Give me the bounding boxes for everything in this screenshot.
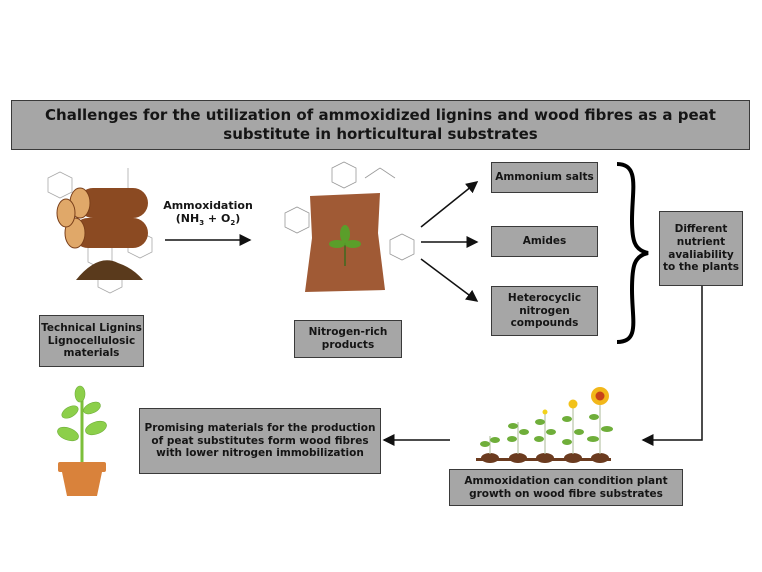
node-line: Heterocyclic xyxy=(507,292,582,305)
node-line: Different xyxy=(674,223,728,236)
pot-body xyxy=(62,472,102,496)
wood-logs-illustration xyxy=(47,168,153,294)
node-line: Promising materials for the production xyxy=(144,422,376,435)
potted-plant-illustration xyxy=(57,385,107,496)
plant-leaves xyxy=(57,385,107,442)
sunflower-center xyxy=(595,391,605,401)
arrow-to-heterocyclic xyxy=(420,258,479,302)
logs xyxy=(56,187,148,249)
fertilizer-bag-illustration xyxy=(284,161,415,292)
soil-pile xyxy=(76,260,143,280)
node-line: of peat substitutes form wood fibres xyxy=(151,434,369,447)
curly-brace xyxy=(616,162,649,344)
node-ammonium-salts: Ammonium salts xyxy=(491,162,598,193)
node-line: materials xyxy=(63,347,120,360)
reaction-label: Ammoxidation (NH3 + O2) xyxy=(158,199,258,227)
arrow-nutrient-to-growth xyxy=(641,286,703,446)
molecule-lines xyxy=(284,161,415,261)
stems xyxy=(489,400,601,454)
node-promising-materials: Promising materials for the production o… xyxy=(139,408,381,474)
node-line: Nitrogen-rich xyxy=(308,326,388,339)
node-line: nutrient xyxy=(676,235,726,248)
node-label: Ammonium salts xyxy=(495,171,594,184)
node-line: to the plants xyxy=(662,261,740,274)
node-line: Technical Lignins xyxy=(41,322,142,335)
bud xyxy=(542,409,548,415)
node-nutrient-availability: Different nutrient avaliability to the p… xyxy=(659,211,743,286)
node-line: nitrogen xyxy=(519,304,570,317)
node-nitrogen-rich-products: Nitrogen-rich products xyxy=(294,320,402,358)
node-line: avaliability xyxy=(668,248,734,261)
reaction-name: Ammoxidation xyxy=(163,199,253,212)
reaction-formula: (NH3 + O2) xyxy=(175,212,241,228)
node-technical-lignins: Technical Lignins Lignocellulosic materi… xyxy=(39,315,144,367)
soil-mounds xyxy=(481,453,609,463)
leaves xyxy=(480,414,613,447)
arrow-to-ammonium xyxy=(420,181,479,228)
node-label: Amides xyxy=(522,235,567,248)
diagram-title: Challenges for the utilization of ammoxi… xyxy=(11,100,750,150)
plant-growth-illustration xyxy=(476,387,613,463)
node-line: products xyxy=(321,339,375,351)
node-heterocyclic-compounds: Heterocyclic nitrogen compounds xyxy=(491,286,598,336)
node-line: with lower nitrogen immobilization xyxy=(156,447,364,460)
pot-rim xyxy=(58,462,106,472)
node-line: Lignocellulosic xyxy=(47,334,136,347)
node-line: growth on wood fibre substrates xyxy=(469,487,663,500)
leaf-icon xyxy=(329,225,361,266)
node-plant-growth-condition: Ammoxidation can condition plant growth … xyxy=(449,469,683,506)
node-line: Ammoxidation can condition plant xyxy=(464,474,668,487)
small-flower xyxy=(568,399,578,409)
node-line: compounds xyxy=(510,317,579,330)
node-amides: Amides xyxy=(491,226,598,257)
title-text: Challenges for the utilization of ammoxi… xyxy=(45,105,716,144)
